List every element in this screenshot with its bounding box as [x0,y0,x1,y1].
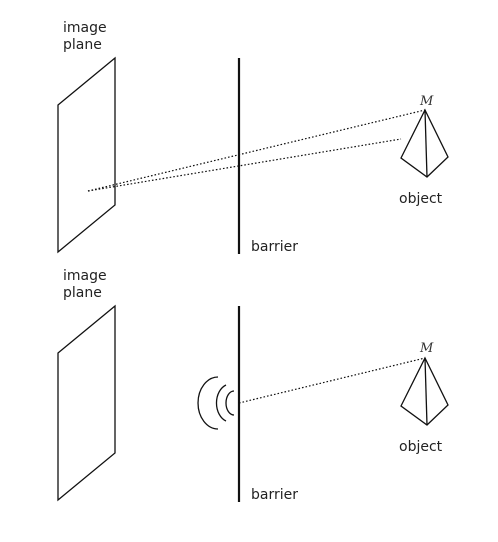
bottom-point-m-label: M [419,341,434,356]
top-point-m-label: M [419,94,434,109]
bottom-object-label: object [399,439,443,455]
top-image-plane-label-line1: image [63,20,107,36]
bottom-panel: image plane barrier M object [57,268,449,503]
bottom-object [400,356,449,426]
bottom-barrier-label: barrier [251,487,298,503]
top-image-plane [57,56,116,254]
bottom-image-plane-label-line2: plane [63,285,102,301]
top-object-outline [400,108,449,178]
wave-arc-1 [225,390,235,416]
top-object-label: object [399,191,443,207]
top-ray-upper [87,109,426,192]
wave-arc-2 [215,384,227,422]
top-image-plane-label-line2: plane [63,37,102,53]
bottom-object-outline [400,356,449,426]
bottom-object-edge [424,357,428,426]
top-ray-lower [87,138,402,192]
top-object-edge [424,109,428,178]
top-barrier-label: barrier [251,239,298,255]
bottom-image-plane-label-line1: image [63,268,107,284]
bottom-ray [238,357,426,404]
sound-wave-icon [197,376,235,430]
top-panel: image plane barrier M object [57,20,449,255]
wave-arc-3 [197,376,219,430]
bottom-image-plane [57,304,116,502]
top-object [400,108,449,178]
